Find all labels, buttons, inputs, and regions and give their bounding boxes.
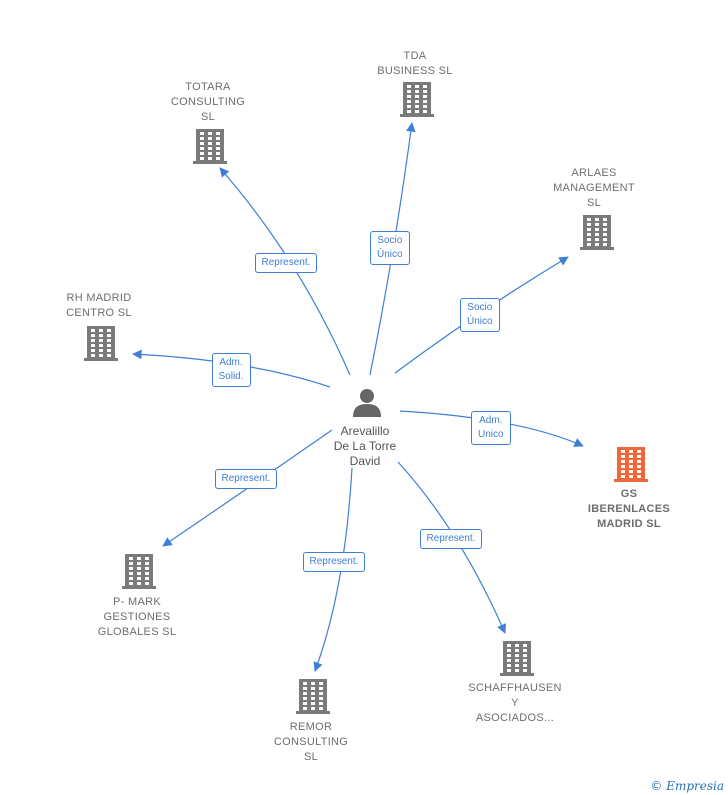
building-icon[interactable] [614,447,648,483]
building-icon[interactable] [84,326,118,362]
building-icon[interactable] [193,129,227,165]
company-label-schaff[interactable]: SCHAFFHAUSEN Y ASOCIADOS... [468,681,562,724]
edge-label-totara[interactable]: Represent. [254,253,318,273]
edge-label-tda[interactable]: Socio Único [370,231,410,265]
edge-label-remor[interactable]: Represent. [302,552,366,572]
edge-label-arlaes[interactable]: Socio Único [460,298,500,332]
company-label-remor[interactable]: REMOR CONSULTING SL [273,720,349,763]
building-icon[interactable] [122,554,156,590]
center-person-name[interactable]: Arevalillo De La Torre David [333,424,397,468]
edge-label-pmark[interactable]: Represent. [214,469,278,489]
company-label-pmark[interactable]: P- MARK GESTIONES GLOBALES SL [97,595,177,638]
building-icon[interactable] [500,641,534,677]
company-label-rh[interactable]: RH MADRID CENTRO SL [66,292,132,319]
building-icon[interactable] [296,679,330,715]
edge-label-schaff[interactable]: Represent. [419,529,483,549]
company-label-gs[interactable]: GS IBERENLACES MADRID SL [587,487,671,530]
building-icon[interactable] [580,215,614,251]
edge-label-rh[interactable]: Adm. Solid. [211,353,251,387]
company-label-totara[interactable]: TOTARA CONSULTING SL [170,80,246,123]
footer-brand[interactable]: ©Empresia [650,779,724,793]
edge-label-gs[interactable]: Adm. Unico [471,411,511,445]
building-icon[interactable] [400,82,434,118]
edge-remor [313,467,353,672]
company-label-arlaes[interactable]: ARLAES MANAGEMENT SL [553,166,635,209]
company-label-tda[interactable]: TDA BUSINESS SL [377,50,453,77]
person-icon [353,389,381,417]
copyright-icon: © [650,779,663,793]
brand-name: Empresia [666,779,724,793]
